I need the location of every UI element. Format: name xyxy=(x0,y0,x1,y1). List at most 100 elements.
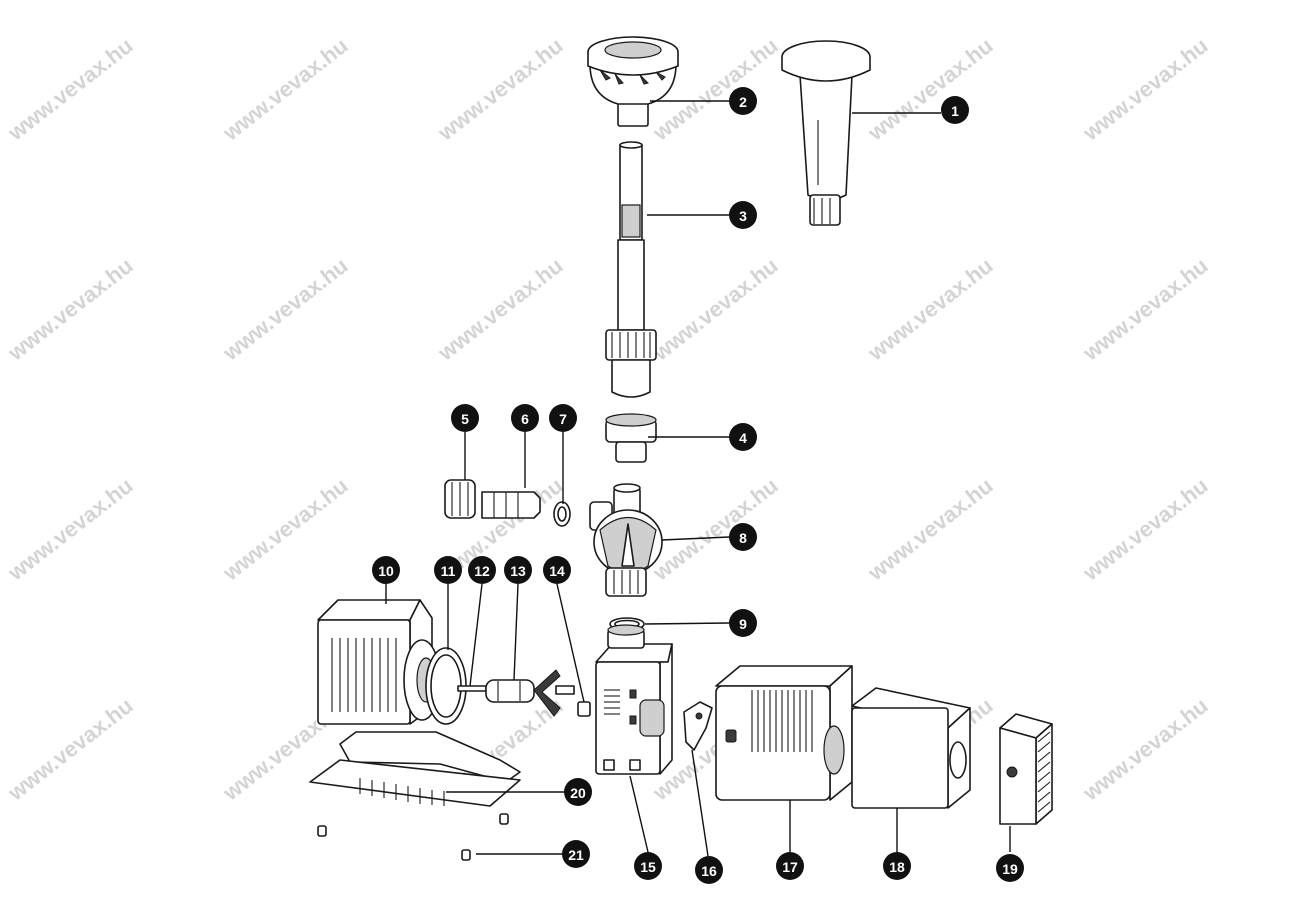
part-3-extension-tube xyxy=(605,141,657,398)
callout-number: 4 xyxy=(739,430,747,446)
callout-number: 16 xyxy=(701,863,717,879)
callout-18: 18 xyxy=(883,852,911,880)
part-4-adapter xyxy=(605,413,657,463)
callout-number: 15 xyxy=(640,859,656,875)
watermark-text: www.vevax.hu xyxy=(2,473,137,586)
part-17-filter-housing xyxy=(715,665,853,801)
watermark-text: www.vevax.hu xyxy=(217,33,352,146)
callout-12: 12 xyxy=(468,556,496,584)
callout-number: 2 xyxy=(739,94,747,110)
callout-number: 7 xyxy=(559,411,567,427)
watermark-text: www.vevax.hu xyxy=(1077,693,1212,806)
callout-number: 5 xyxy=(461,411,469,427)
callout-number: 11 xyxy=(441,563,456,579)
callout-number: 17 xyxy=(782,859,798,875)
part-14-bushing xyxy=(577,701,591,717)
part-11-gasket xyxy=(425,647,467,725)
callout-circle xyxy=(562,840,590,868)
callout-8: 8 xyxy=(729,523,757,551)
watermark-text: www.vevax.hu xyxy=(1077,253,1212,366)
callout-circle xyxy=(996,854,1024,882)
callout-circle xyxy=(434,556,462,584)
callout-circle xyxy=(504,556,532,584)
part-1-filter-cap xyxy=(781,40,871,226)
part-2-fountain-head xyxy=(587,36,679,127)
part-21-suction-feet xyxy=(317,813,509,861)
part-18-foam-block xyxy=(851,687,971,809)
part-8-valve-body xyxy=(589,483,663,597)
callout-15: 15 xyxy=(634,852,662,880)
watermark-text: www.vevax.hu xyxy=(2,253,137,366)
part-12-shaft xyxy=(457,685,487,692)
callout-1: 1 xyxy=(941,96,969,124)
part-7-o-ring xyxy=(553,501,571,527)
callout-14: 14 xyxy=(543,556,571,584)
watermark-text: www.vevax.hu xyxy=(217,253,352,366)
callout-21: 21 xyxy=(562,840,590,868)
callout-number: 14 xyxy=(549,563,565,579)
callout-2: 2 xyxy=(729,87,757,115)
callout-circle xyxy=(729,87,757,115)
callout-17: 17 xyxy=(776,852,804,880)
callout-19: 19 xyxy=(996,854,1024,882)
part-6-hose-barb xyxy=(481,491,541,519)
part-10-motor-block xyxy=(317,599,521,783)
callout-circle xyxy=(729,423,757,451)
watermark-text: www.vevax.hu xyxy=(217,473,352,586)
callout-3: 3 xyxy=(729,201,757,229)
watermark-text: www.vevax.hu xyxy=(432,253,567,366)
leader-lines xyxy=(385,100,1011,857)
watermark-text: www.vevax.hu xyxy=(2,33,137,146)
callout-circle xyxy=(564,778,592,806)
callout-number: 13 xyxy=(510,563,526,579)
callout-number: 20 xyxy=(570,785,586,801)
watermark-text: www.vevax.hu xyxy=(1077,33,1212,146)
part-13-rotor xyxy=(485,669,575,717)
watermark-text: www.vevax.hu xyxy=(432,33,567,146)
callout-10: 10 xyxy=(372,556,400,584)
callout-circle xyxy=(729,609,757,637)
watermark-text: www.vevax.hu xyxy=(647,473,782,586)
callout-number: 8 xyxy=(739,530,747,546)
watermark-text: www.vevax.hu xyxy=(862,473,997,586)
watermark-text: www.vevax.hu xyxy=(2,693,137,806)
callout-number: 6 xyxy=(521,411,529,427)
callout-number: 18 xyxy=(889,859,905,875)
callout-circle xyxy=(511,404,539,432)
callout-circle xyxy=(549,404,577,432)
callout-16: 16 xyxy=(695,856,723,884)
callout-13: 13 xyxy=(504,556,532,584)
watermark-text: www.vevax.hu xyxy=(647,253,782,366)
callout-11: 11 xyxy=(434,556,462,584)
callout-number: 10 xyxy=(378,563,394,579)
callout-circle xyxy=(634,852,662,880)
callout-circle xyxy=(941,96,969,124)
callout-circle xyxy=(729,523,757,551)
callout-circle xyxy=(729,201,757,229)
part-19-intake-grill xyxy=(999,713,1053,825)
part-20-base-plate xyxy=(309,759,521,807)
callout-number: 21 xyxy=(568,847,584,863)
callout-circle xyxy=(776,852,804,880)
callout-circle xyxy=(883,852,911,880)
callout-circle xyxy=(695,856,723,884)
callout-circle xyxy=(451,404,479,432)
callout-6: 6 xyxy=(511,404,539,432)
callout-circle xyxy=(543,556,571,584)
callout-circle xyxy=(468,556,496,584)
callout-number: 19 xyxy=(1002,861,1018,877)
callout-4: 4 xyxy=(729,423,757,451)
watermark-text: www.vevax.hu xyxy=(862,33,997,146)
callout-number: 1 xyxy=(951,103,959,119)
callout-5: 5 xyxy=(451,404,479,432)
part-16-seal-plate xyxy=(683,701,713,751)
callout-number: 9 xyxy=(739,616,747,632)
callout-9: 9 xyxy=(729,609,757,637)
callout-20: 20 xyxy=(564,778,592,806)
callout-number: 12 xyxy=(474,563,490,579)
watermark-text: www.vevax.hu xyxy=(862,253,997,366)
watermark-text: www.vevax.hu xyxy=(1077,473,1212,586)
part-15-impeller-housing xyxy=(595,624,673,775)
